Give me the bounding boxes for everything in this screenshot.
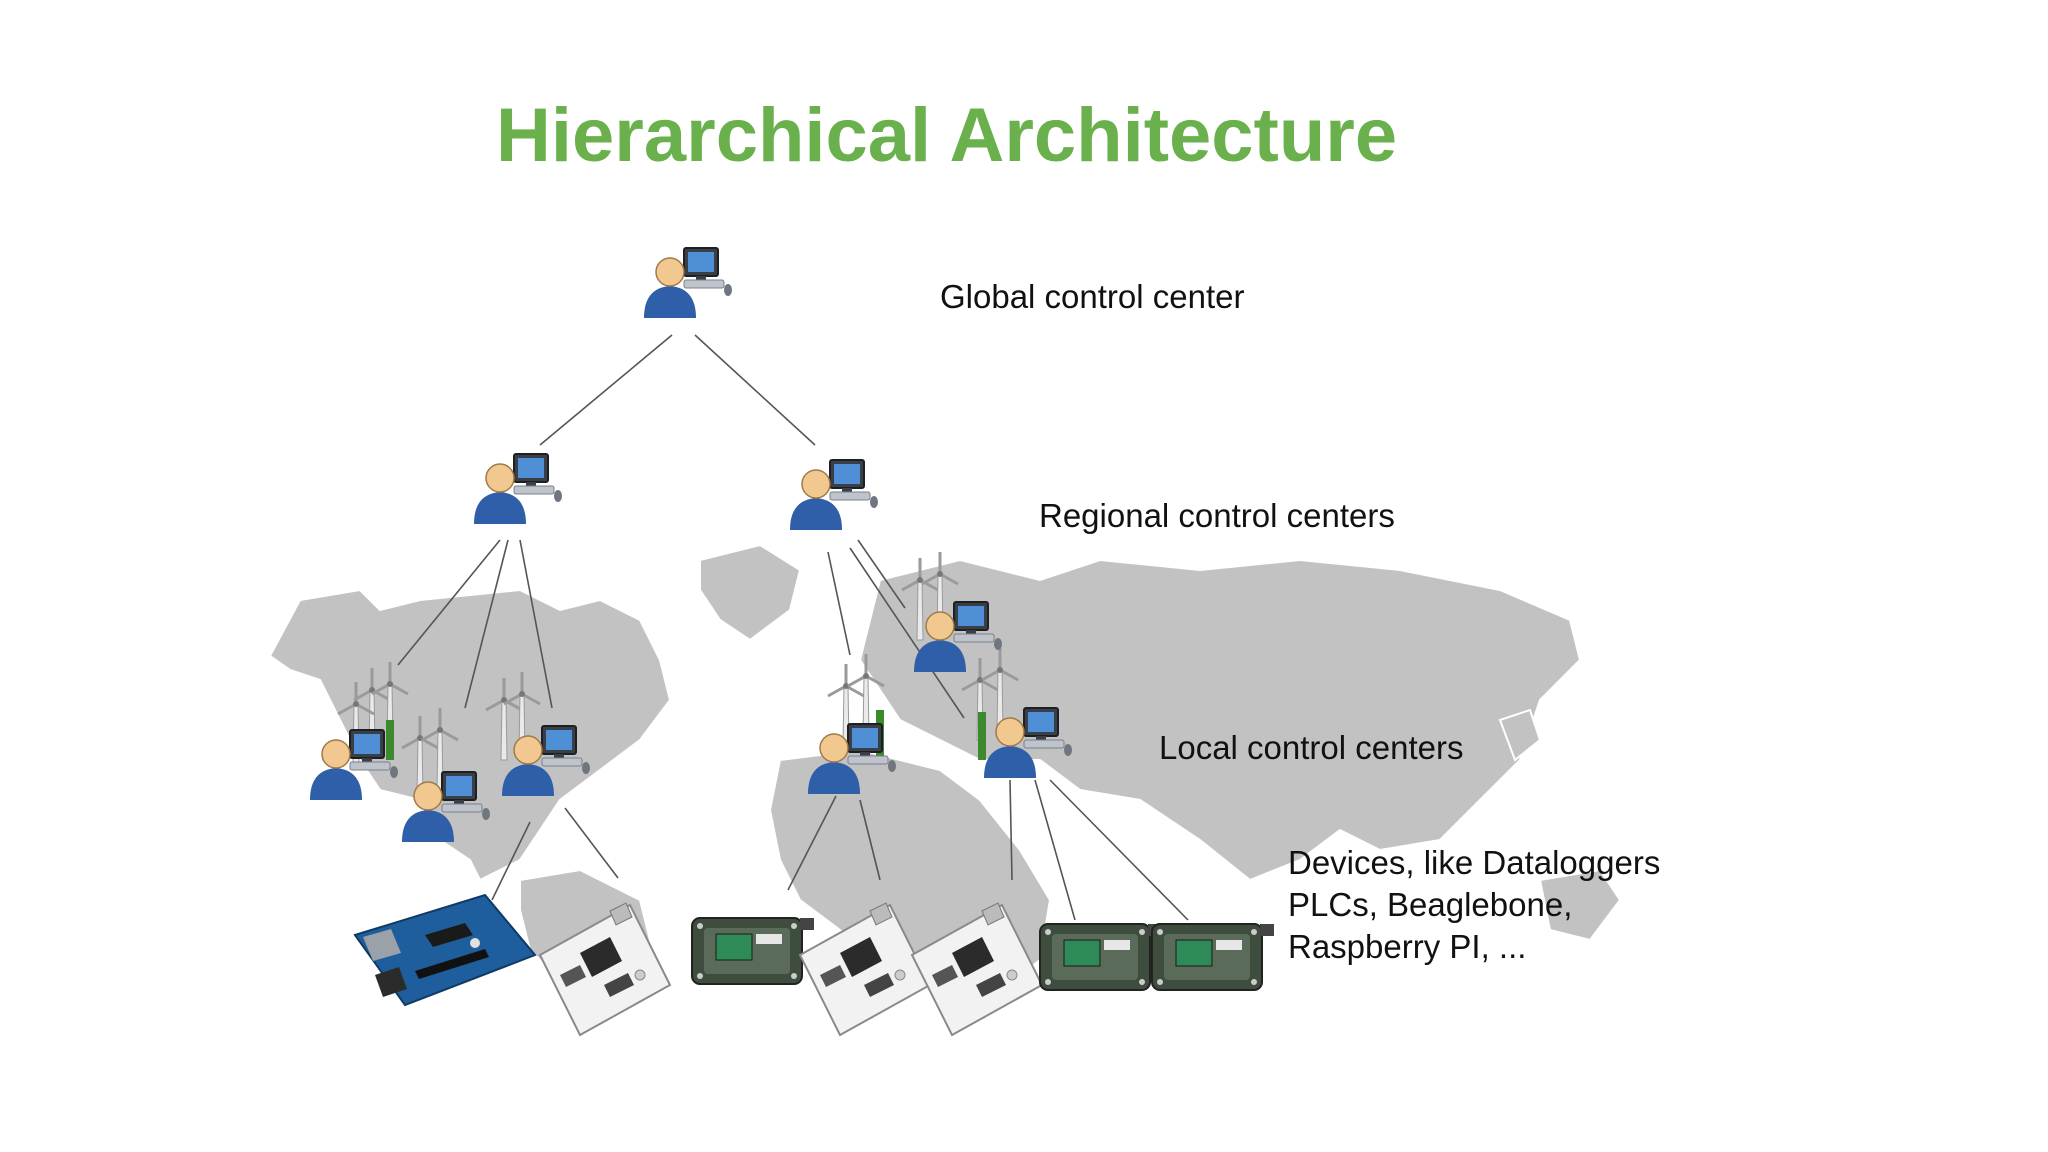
devices-row [354, 894, 1275, 1036]
label-devices-line-3: Raspberry PI, ... [1288, 928, 1527, 965]
label-devices: Devices, like Dataloggers PLCs, Beaglebo… [1288, 842, 1660, 968]
label-devices-line-2: PLCs, Beaglebone, [1288, 886, 1573, 923]
label-regional-control-centers: Regional control centers [1039, 497, 1395, 534]
page-title: Hierarchical Architecture [496, 93, 1398, 178]
datalogger-box-icon [1151, 923, 1275, 991]
global-control-center [643, 247, 733, 319]
operator-workstation-icon [643, 247, 733, 319]
arduino-board-icon [354, 894, 536, 1006]
operator-workstation-icon [789, 459, 879, 531]
label-devices-line-1: Devices, like Dataloggers [1288, 844, 1661, 881]
label-local-control-centers: Local control centers [1159, 729, 1464, 766]
world-map [268, 543, 1622, 992]
datalogger-box-icon [691, 917, 815, 985]
regional-control-centers [473, 453, 879, 531]
datalogger-box-icon [1039, 923, 1163, 991]
operator-workstation-icon [473, 453, 563, 525]
hierarchy-links [397, 334, 1189, 921]
label-global-control-center: Global control center [940, 278, 1245, 315]
